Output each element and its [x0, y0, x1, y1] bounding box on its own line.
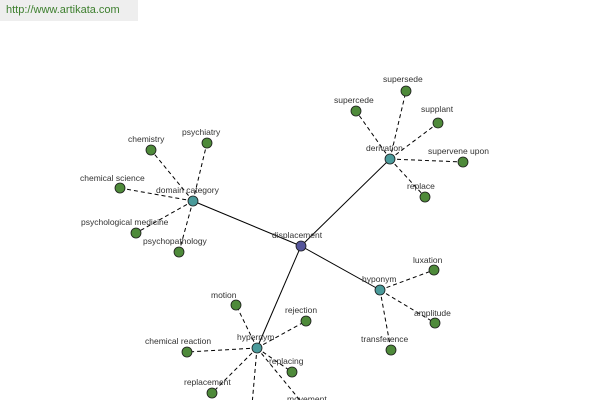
edge-center-to-domain-category: [192, 200, 302, 247]
label-chemistry[interactable]: chemistry: [128, 134, 165, 144]
node-replace[interactable]: [419, 191, 431, 203]
label-chemical-science[interactable]: chemical science: [80, 173, 145, 183]
node-domain-category[interactable]: [187, 195, 199, 207]
label-chemical-reaction[interactable]: chemical reaction: [145, 336, 211, 346]
label-derivation[interactable]: derivation: [366, 143, 403, 153]
node-supersede[interactable]: [400, 85, 412, 97]
edge-domain-category-to-chemical-science: [119, 187, 194, 202]
edge-hypernym-to-replacing: [256, 347, 293, 373]
node-replacement[interactable]: [206, 387, 218, 399]
edge-hyponym-to-luxation: [379, 269, 435, 291]
label-rejection[interactable]: rejection: [285, 305, 317, 315]
label-hyponym[interactable]: hyponym: [362, 274, 397, 284]
edge-hypernym-to-chemical-reaction: [186, 347, 258, 353]
node-psychopathology[interactable]: [173, 246, 185, 258]
label-replacing[interactable]: replacing: [269, 356, 304, 366]
edge-derivation-to-supplant: [389, 122, 439, 160]
label-amplitude[interactable]: amplitude: [414, 308, 451, 318]
node-chemical-science[interactable]: [114, 182, 126, 194]
label-supercede[interactable]: supercede: [334, 95, 374, 105]
label-supersede[interactable]: supersede: [383, 74, 423, 84]
site-url-watermark[interactable]: http://www.artikata.com: [0, 0, 138, 21]
node-supervene-upon[interactable]: [457, 156, 469, 168]
node-displacement[interactable]: [295, 240, 307, 252]
node-derivation[interactable]: [384, 153, 396, 165]
edge-domain-category-to-psychopathology: [178, 200, 194, 253]
label-psychiatry[interactable]: psychiatry: [182, 127, 221, 137]
node-supplant[interactable]: [432, 117, 444, 129]
edge-hypernym-to-rejection: [256, 320, 307, 349]
edge-derivation-to-supercede: [355, 110, 391, 160]
node-supercede[interactable]: [350, 105, 362, 117]
label-psychological-medicine[interactable]: psychological medicine: [81, 217, 169, 227]
edge-center-to-hyponym: [300, 245, 381, 291]
edge-hyponym-to-amplitude: [379, 289, 436, 324]
node-psychological-medicine[interactable]: [130, 227, 142, 239]
node-amplitude[interactable]: [429, 317, 441, 329]
node-motion[interactable]: [230, 299, 242, 311]
node-transference[interactable]: [385, 344, 397, 356]
label-motion[interactable]: motion: [211, 290, 237, 300]
node-hyponym[interactable]: [374, 284, 386, 296]
edge-derivation-to-supersede: [389, 90, 407, 160]
node-luxation[interactable]: [428, 264, 440, 276]
label-movement[interactable]: movement: [287, 394, 327, 400]
edge-hyponym-to-transference: [379, 289, 392, 351]
edge-hypernym-offscreen-0: [251, 347, 258, 400]
label-replacement[interactable]: replacement: [184, 377, 231, 387]
edge-hypernym-to-replacement: [211, 347, 258, 394]
label-transference[interactable]: transference: [361, 334, 409, 344]
edge-domain-category-to-psychological-medicine: [135, 200, 194, 234]
node-psychiatry[interactable]: [201, 137, 213, 149]
edge-hypernym-to-motion: [235, 304, 258, 349]
edge-derivation-to-supervene-upon: [389, 158, 464, 163]
label-supervene-upon[interactable]: supervene upon: [428, 146, 489, 156]
edge-center-to-hypernym: [256, 245, 302, 349]
label-domain-category[interactable]: domain category: [156, 185, 220, 195]
label-displacement[interactable]: displacement: [272, 230, 323, 240]
label-replace[interactable]: replace: [407, 181, 435, 191]
node-hypernym[interactable]: [251, 342, 263, 354]
node-chemistry[interactable]: [145, 144, 157, 156]
label-psychopathology[interactable]: psychopathology: [143, 236, 208, 246]
edge-center-to-derivation: [300, 158, 391, 247]
graph-edges: [119, 90, 464, 400]
node-replacing[interactable]: [286, 366, 298, 378]
label-supplant[interactable]: supplant: [421, 104, 454, 114]
graph-nodes: [114, 85, 469, 399]
graph-labels: supersede supplant supervene upon replace su…: [80, 74, 489, 400]
label-hypernym[interactable]: hypernym: [237, 332, 274, 342]
label-luxation[interactable]: luxation: [413, 255, 443, 265]
edge-derivation-to-replace: [389, 158, 426, 198]
node-rejection[interactable]: [300, 315, 312, 327]
edge-domain-category-to-psychiatry: [192, 142, 208, 202]
node-chemical-reaction[interactable]: [181, 346, 193, 358]
